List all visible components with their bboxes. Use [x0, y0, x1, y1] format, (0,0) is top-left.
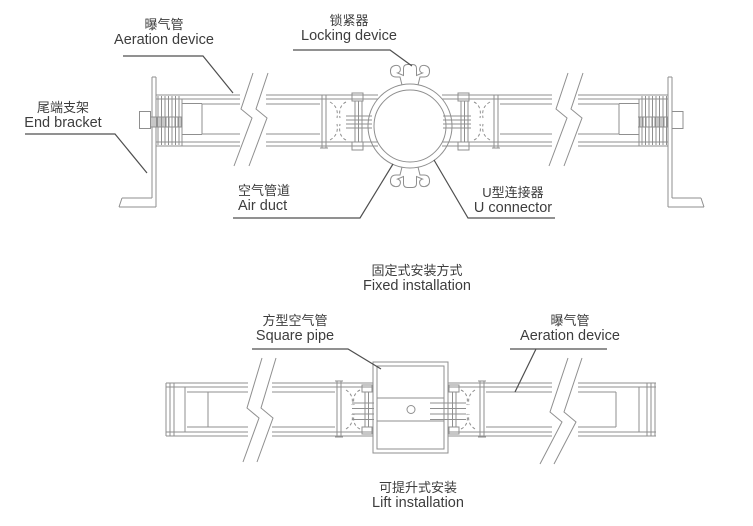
air-duct-circle: [367, 83, 453, 169]
pipe-end-clamp-left: [157, 96, 203, 146]
label-locking-device: 锁紧器 Locking device: [301, 13, 397, 44]
label-square-pipe: 方型空气管 Square pipe: [256, 313, 334, 344]
caption-fixed-installation-zh: 固定式安装方式: [371, 263, 463, 278]
caption-fixed-installation: 固定式安装方式 Fixed installation: [363, 263, 471, 294]
u-connector-right: [443, 92, 500, 151]
leader-lines-fixed: [25, 49, 555, 219]
label-aeration-device-top: 曝气管 Aeration device: [114, 17, 214, 48]
caption-fixed-installation-en: Fixed installation: [363, 278, 471, 294]
break-mark-bottom-right: [539, 357, 583, 465]
label-end-bracket: 尾端支架 End bracket: [24, 100, 101, 131]
leader-lines-lift: [252, 348, 607, 393]
lift-pipe-left: [165, 382, 373, 437]
lift-installation-drawing: [165, 348, 656, 465]
break-mark-top-right: [548, 72, 584, 167]
square-pipe-box: [372, 361, 466, 454]
caption-lift-installation-zh: 可提升式安装: [378, 480, 458, 495]
label-air-duct: 空气管道 Air duct: [238, 183, 290, 214]
label-air-duct-en: Air duct: [238, 198, 288, 214]
label-end-bracket-en: End bracket: [24, 115, 102, 131]
label-end-bracket-zh: 尾端支架: [36, 100, 90, 115]
caption-lift-installation: 可提升式安装 Lift installation: [372, 480, 464, 511]
label-u-connector-en: U connector: [473, 200, 553, 216]
end-bracket-right: [667, 76, 705, 208]
lift-pipe-right: [448, 382, 656, 437]
fixed-installation-drawing: [25, 49, 705, 219]
label-aeration-device-top-zh: 曝气管: [144, 17, 184, 32]
square-connector-right: [448, 380, 486, 438]
label-aeration-device-bottom-zh: 曝气管: [550, 313, 590, 328]
label-aeration-device-bottom-en: Aeration device: [520, 328, 620, 344]
label-aeration-device-bottom: 曝气管 Aeration device: [520, 313, 620, 344]
caption-lift-installation-en: Lift installation: [372, 495, 464, 511]
label-locking-device-zh: 锁紧器: [329, 13, 369, 28]
break-mark-bottom-left: [242, 357, 277, 463]
break-mark-top-left: [233, 72, 269, 167]
label-air-duct-zh: 空气管道: [238, 183, 291, 198]
label-aeration-device-top-en: Aeration device: [114, 32, 214, 48]
u-connector-left: [320, 92, 372, 151]
locking-lug-bottom: [389, 166, 431, 188]
end-bracket-left: [118, 76, 157, 208]
label-u-connector-zh: U型连接器: [482, 185, 544, 200]
label-locking-device-en: Locking device: [301, 28, 397, 44]
locking-lug-top: [389, 64, 431, 86]
bolt-right: [638, 111, 684, 129]
label-square-pipe-zh: 方型空气管: [262, 313, 328, 328]
label-square-pipe-en: Square pipe: [255, 328, 335, 344]
square-connector-left: [335, 380, 374, 438]
label-u-connector: U型连接器 U connector: [474, 185, 552, 216]
